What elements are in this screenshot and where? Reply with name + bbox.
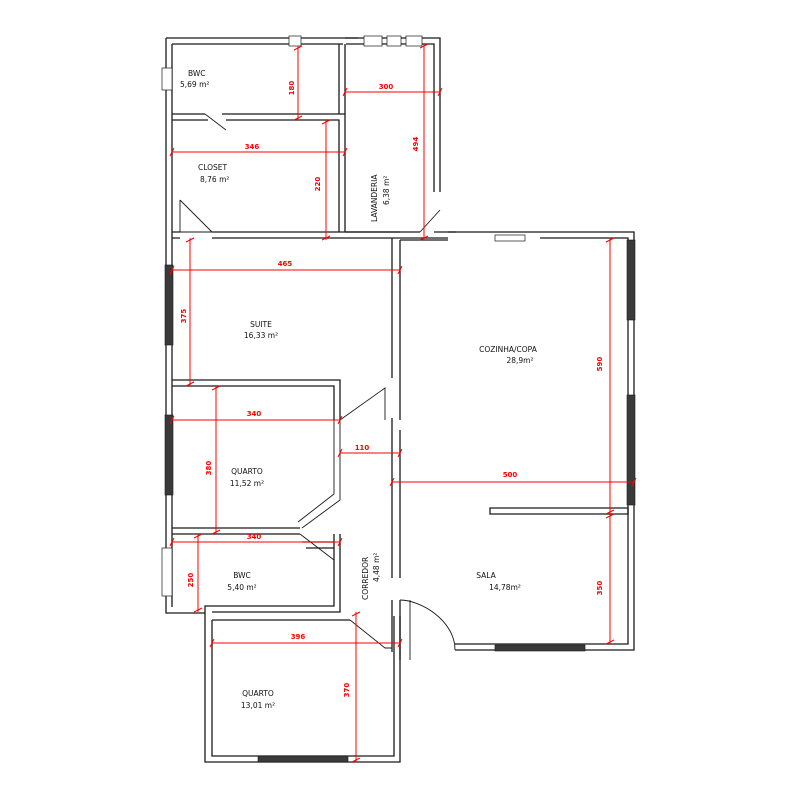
room-area: 14,78m² <box>489 583 521 592</box>
dimension-labels: 180 300 346 494 220 465 375 340 110 380 … <box>180 81 604 698</box>
room-name: COZINHA/COPA <box>479 345 538 354</box>
room-area: 6,38 m² <box>382 176 391 205</box>
dim-suite-horizontal: 465 <box>278 260 293 268</box>
room-name: BWC <box>233 571 251 580</box>
dim-quarto-horizontal: 340 <box>247 410 262 418</box>
doors <box>179 113 456 660</box>
room-bwc-2: BWC 5,40 m² <box>227 571 256 592</box>
room-area: 11,52 m² <box>230 479 264 488</box>
room-area: 13,01 m² <box>241 701 275 710</box>
dim-bwc2-horizontal: 340 <box>247 533 262 541</box>
dim-sala-horizontal: 500 <box>503 471 518 479</box>
dimension-lines <box>169 43 637 763</box>
room-name: LAVANDERIA <box>370 174 379 222</box>
room-corredor: CORREDOR 4,48 m² <box>361 553 381 600</box>
room-name: SALA <box>476 571 496 580</box>
dim-closet-vertical: 220 <box>314 177 322 192</box>
room-quarto-2: QUARTO 13,01 m² <box>241 689 275 710</box>
room-lavanderia: LAVANDERIA 6,38 m² <box>370 174 391 222</box>
dim-quarto2-vertical: 370 <box>343 683 351 698</box>
dim-lavanderia-horizontal: 300 <box>379 83 394 91</box>
room-cozinha-copa: COZINHA/COPA 28,9m² <box>479 345 538 365</box>
dim-quarto-vertical: 380 <box>205 461 213 476</box>
room-closet: CLOSET 8,76 m² <box>198 163 229 184</box>
room-area: 16,33 m² <box>244 331 278 340</box>
room-name: CORREDOR <box>361 557 370 600</box>
room-area: 5,69 m² <box>180 80 209 89</box>
windows <box>161 35 636 763</box>
dim-closet-horizontal: 346 <box>245 143 260 151</box>
room-labels: BWC 5,69 m² CLOSET 8,76 m² LAVANDERIA 6,… <box>180 69 538 710</box>
room-name: CLOSET <box>198 163 228 172</box>
dim-corredor-horizontal: 110 <box>355 444 370 452</box>
room-name: QUARTO <box>242 689 274 698</box>
dim-suite-vertical: 375 <box>180 309 188 324</box>
room-area: 28,9m² <box>506 356 533 365</box>
room-name: SUITE <box>250 320 272 329</box>
room-name: QUARTO <box>231 467 263 476</box>
room-area: 8,76 m² <box>200 175 229 184</box>
dim-quarto2-horizontal: 396 <box>291 633 306 641</box>
dim-bwc-vertical: 180 <box>288 81 296 96</box>
room-name: BWC <box>188 69 206 78</box>
room-quarto-1: QUARTO 11,52 m² <box>230 467 264 488</box>
room-suite: SUITE 16,33 m² <box>244 320 278 340</box>
room-bwc-1: BWC 5,69 m² <box>180 69 209 89</box>
room-area: 4,48 m² <box>372 553 381 582</box>
dim-cozinha-vertical: 590 <box>596 357 604 372</box>
room-area: 5,40 m² <box>227 583 256 592</box>
room-sala: SALA 14,78m² <box>476 571 521 592</box>
dim-bwc2-vertical: 250 <box>187 573 195 588</box>
dim-sala-vertical: 350 <box>596 581 604 596</box>
walls <box>165 37 635 763</box>
dim-lavanderia-vertical: 494 <box>412 137 420 152</box>
